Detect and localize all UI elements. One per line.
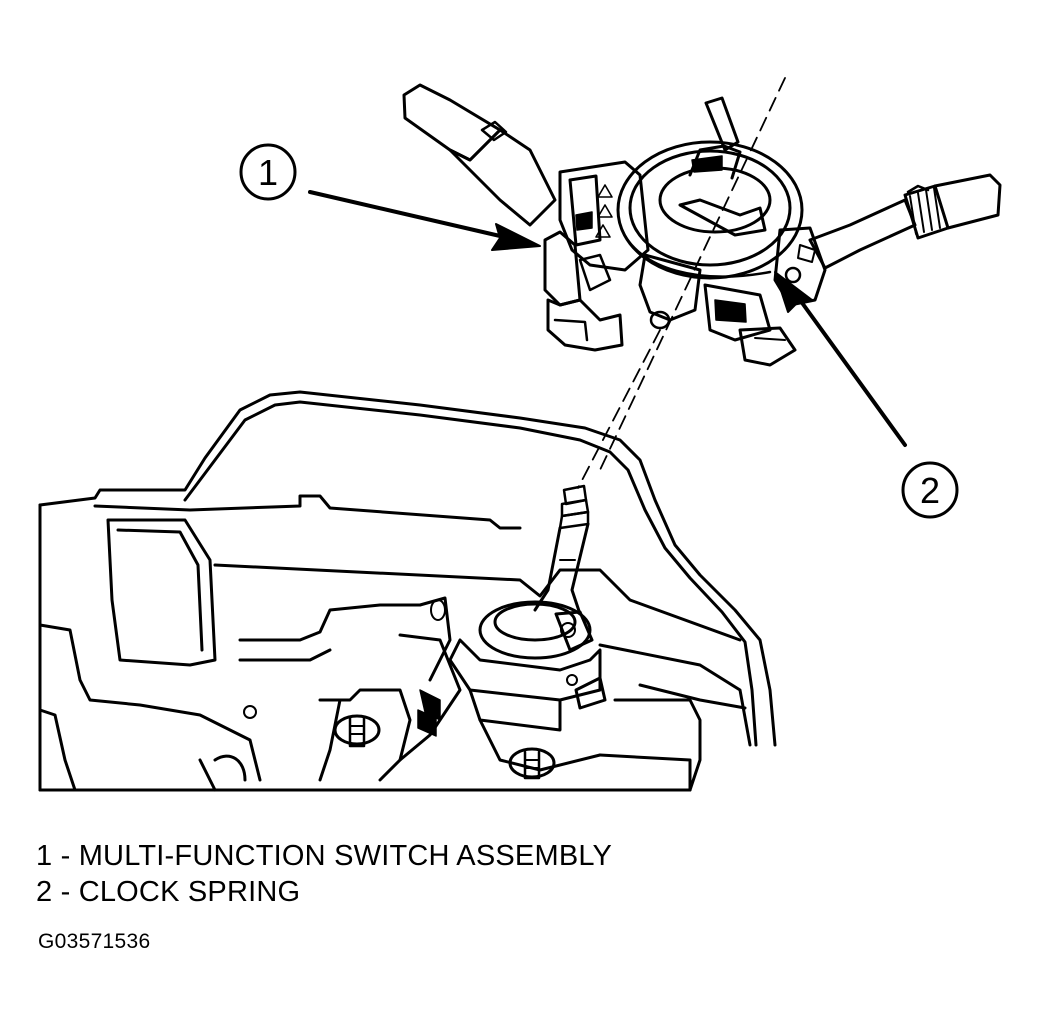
leader-arrow-1 [308,190,541,251]
alignment-dashed-line [599,77,786,471]
exploded-view-illustration: 1 2 [38,77,1002,792]
callout-2: 2 [901,461,959,519]
legend-item-1: 1 - MULTI-FUNCTION SWITCH ASSEMBLY [36,838,612,874]
figure-id: G03571536 [38,930,151,953]
callout-1: 1 [239,143,297,201]
mounting-nut-right [508,747,556,780]
callout-number-1: 1 [258,152,278,193]
legend-item-2: 2 - CLOCK SPRING [36,874,612,910]
legend-item-2-text: 2 - CLOCK SPRING [36,876,301,908]
callout-number-2: 2 [920,470,940,511]
leader-arrow-2 [774,271,907,447]
mounting-nut-left [333,714,381,748]
clock-spring [616,96,804,280]
legend: 1 - MULTI-FUNCTION SWITCH ASSEMBLY 2 - C… [36,838,612,910]
legend-item-1-text: 1 - MULTI-FUNCTION SWITCH ASSEMBLY [36,840,613,872]
instrument-panel [38,390,777,792]
steering-column [318,484,607,782]
multi-function-switch-assembly [402,83,1002,367]
alignment-dashed-line-lower [577,329,661,489]
